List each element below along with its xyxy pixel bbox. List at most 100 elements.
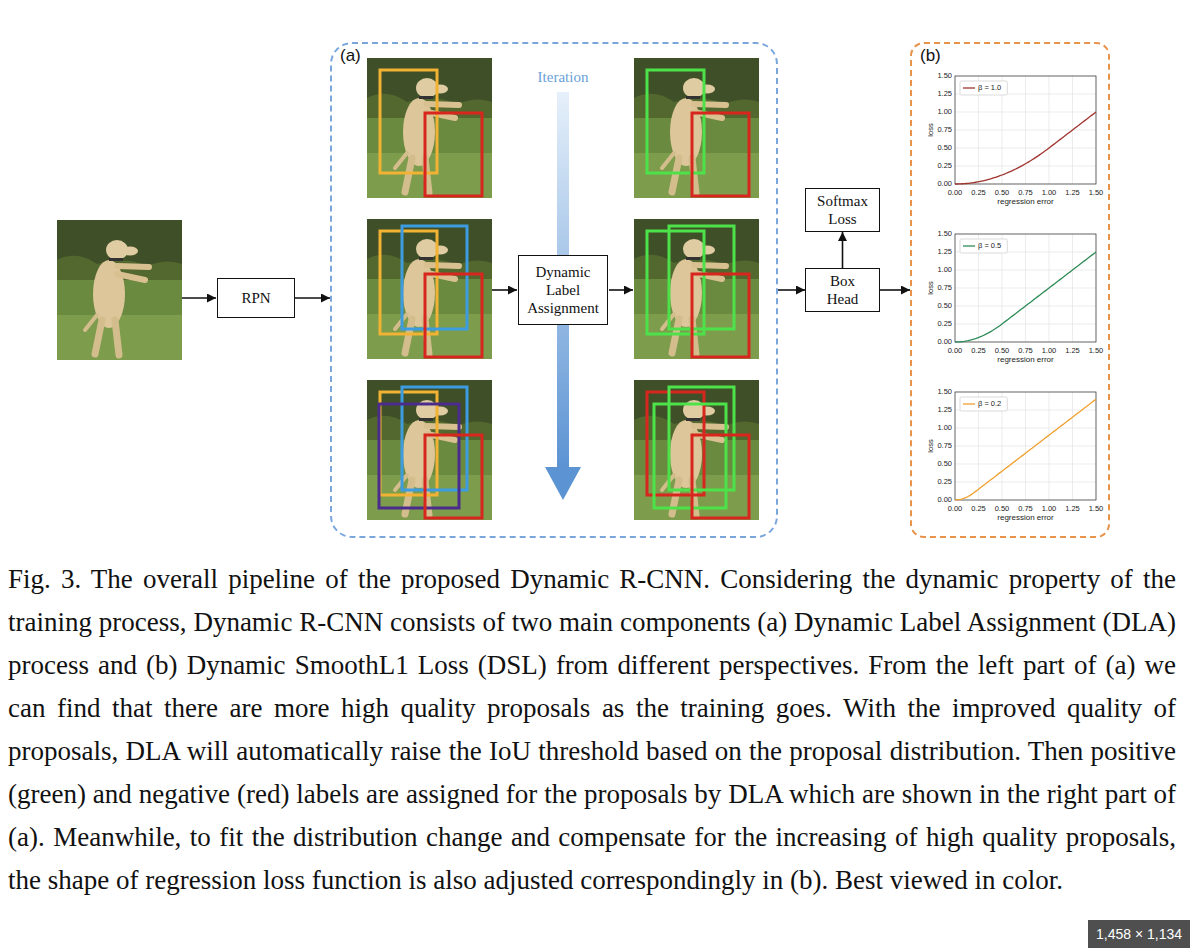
x-tick-label: 1.50 [1089, 189, 1104, 197]
x-tick-label: 1.00 [1042, 189, 1057, 197]
grid-line [1049, 392, 1050, 500]
node-text: RPN [241, 289, 270, 307]
y-tick-label: 0.50 [937, 302, 952, 310]
y-tick-label: 1.25 [937, 90, 952, 98]
y-tick-label: 1.25 [937, 248, 952, 256]
legend-text: β = 0.2 [978, 400, 1001, 408]
x-tick-label: 0.50 [995, 347, 1010, 355]
legend-sample [963, 403, 975, 404]
arrow-connector [778, 289, 805, 291]
y-tick-label: 0.25 [937, 162, 952, 170]
legend-box [960, 81, 1007, 95]
legend-text: β = 1.0 [978, 84, 1001, 92]
y-tick-label: 1.50 [937, 72, 952, 80]
y-tick-label: 1.00 [937, 108, 952, 116]
grid-line [1072, 392, 1073, 500]
loss-curve [955, 252, 1096, 342]
axis-title: loss [927, 281, 935, 294]
axis-title: loss [927, 439, 935, 452]
legend-box [960, 397, 1007, 411]
node-text: (b) [920, 46, 1100, 66]
x-tick-label: 0.75 [1018, 189, 1033, 197]
grid-line [1049, 76, 1050, 184]
axis-title: regression error [997, 514, 1053, 522]
iteration-label: Iteration [538, 68, 589, 86]
legend-box [960, 239, 1007, 253]
proposal-image [367, 219, 492, 359]
arrow-connector [295, 297, 330, 299]
y-tick-label: 0.75 [937, 442, 952, 450]
y-tick-label: 0.50 [937, 460, 952, 468]
grid-line [955, 446, 1096, 447]
process-box: RPN [217, 278, 295, 318]
proposal-image [367, 380, 492, 520]
y-tick-label: 0.00 [937, 180, 952, 188]
node-text: Softmax Loss [816, 192, 869, 228]
grid-line [955, 270, 1096, 271]
x-tick-label: 1.00 [1042, 347, 1057, 355]
x-tick-label: 0.25 [971, 189, 986, 197]
grid-line [955, 112, 1096, 113]
node-text: Box Head [816, 272, 869, 308]
legend-sample [963, 87, 975, 88]
labeled-image [634, 380, 759, 520]
plot-frame [955, 234, 1096, 342]
dashed-panel: (a) Dynamic Label Assignment [330, 42, 778, 538]
grid-line [955, 428, 1096, 429]
x-tick-label: 0.25 [971, 505, 986, 513]
labeled-image [634, 58, 759, 198]
x-tick-label: 1.00 [1042, 505, 1057, 513]
x-tick-label: 0.25 [971, 347, 986, 355]
grid-line [955, 288, 1096, 289]
axis-title: regression error [997, 198, 1053, 206]
x-tick-label: 1.25 [1065, 347, 1080, 355]
x-tick-label: 0.75 [1018, 505, 1033, 513]
y-tick-label: 1.00 [937, 266, 952, 274]
process-box: Dynamic Label Assignment [518, 255, 608, 325]
y-tick-label: 0.75 [937, 284, 952, 292]
loss-curve [955, 112, 1096, 184]
plot-frame [955, 392, 1096, 500]
flow-arrow [182, 297, 216, 299]
labeled-image [634, 219, 759, 359]
axis-title: regression error [997, 356, 1053, 364]
arrow-connector [880, 289, 910, 291]
y-tick-label: 0.50 [937, 144, 952, 152]
legend-text: β = 0.5 [978, 242, 1001, 250]
x-tick-label: 0.75 [1018, 347, 1033, 355]
y-tick-label: 0.25 [937, 320, 952, 328]
flow-arrow [492, 289, 517, 291]
node-text: Dynamic Label Assignment [524, 263, 602, 317]
y-tick-label: 1.25 [937, 406, 952, 414]
caption: Fig. 3. The overall pipeline of the prop… [8, 558, 1176, 902]
process-box: Softmax Loss [805, 188, 880, 232]
x-tick-label: 1.50 [1089, 347, 1104, 355]
axis-title: loss [927, 123, 935, 136]
x-tick-label: 0.00 [948, 505, 963, 513]
x-tick-label: 1.25 [1065, 505, 1080, 513]
grid-line [1072, 234, 1073, 342]
loss-curve [955, 399, 1096, 500]
x-tick-label: 1.25 [1065, 189, 1080, 197]
x-tick-label: 0.50 [995, 189, 1010, 197]
x-tick-label: 0.50 [995, 505, 1010, 513]
node-text: (a) [340, 46, 768, 66]
y-tick-label: 0.75 [937, 126, 952, 134]
y-tick-label: 0.25 [937, 478, 952, 486]
iteration-arrowhead [545, 467, 581, 500]
legend-sample [963, 245, 975, 246]
y-tick-label: 1.50 [937, 388, 952, 396]
x-tick-label: 0.00 [948, 189, 963, 197]
flow-arrow [609, 289, 633, 291]
input-image [57, 220, 182, 360]
proposal-image [367, 58, 492, 198]
y-tick-label: 1.00 [937, 424, 952, 432]
y-tick-label: 0.00 [937, 338, 952, 346]
grid-line [955, 130, 1096, 131]
loss-plots [955, 76, 1096, 500]
y-tick-label: 0.00 [937, 496, 952, 504]
x-tick-label: 1.50 [1089, 505, 1104, 513]
process-box: Box Head [805, 268, 880, 312]
x-tick-label: 0.00 [948, 347, 963, 355]
